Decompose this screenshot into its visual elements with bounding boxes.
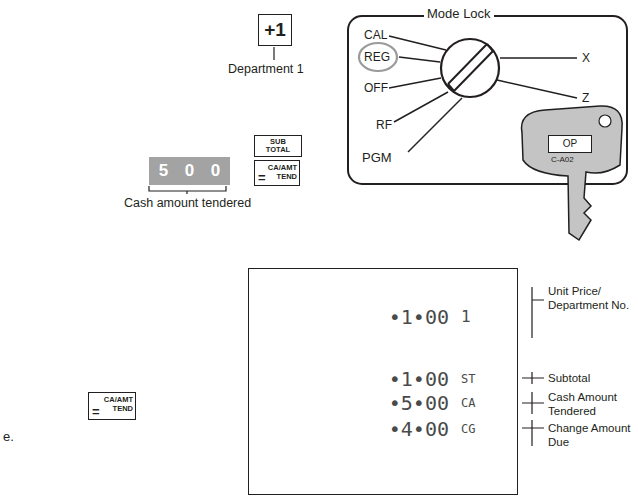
key-legend: SUB TOTAL (255, 138, 301, 154)
mode-label: PGM (362, 151, 392, 165)
key-code: C-A02 (551, 155, 574, 165)
department-key: +1 (258, 14, 292, 46)
display-indicator: ST (461, 371, 475, 387)
display-indicator: CA (461, 395, 475, 411)
numeric-key: 0 (175, 157, 204, 185)
key-digit: 0 (201, 161, 230, 181)
callout-label: Department 1 (228, 62, 304, 76)
numeric-key: 5 (149, 157, 178, 185)
dial-knob (448, 44, 493, 91)
text-fragment: e. (3, 430, 14, 444)
mode-label: OFF (364, 81, 388, 95)
key-tag-text: OP (549, 138, 591, 150)
mode-label: Z (582, 91, 589, 105)
mode-label: X (582, 51, 590, 65)
display-indicator: CG (461, 421, 475, 437)
display-value: •1•00 (389, 305, 449, 329)
key-digit: 5 (149, 161, 178, 181)
key-illustration (521, 106, 622, 240)
key-digit: 0 (175, 161, 204, 181)
leader-line (273, 47, 274, 60)
display-label: Change Amount Due (548, 421, 634, 449)
cash-tend-key: =CA/AMTTEND (254, 160, 300, 186)
key-legend: TEND (277, 172, 297, 181)
key-legend: +1 (259, 19, 291, 41)
key-legend: CA/AMT (268, 163, 297, 172)
callout-label: Cash amount tendered (124, 196, 251, 210)
key-legend: CA/AMT (104, 395, 133, 404)
display-label: Cash Amount Tendered (548, 390, 634, 418)
key-legend: = (92, 405, 100, 418)
display-label: Subtotal (548, 371, 634, 385)
key-tag: OP (548, 135, 592, 153)
mode-label: CAL (364, 28, 387, 42)
numeric-key: 0 (201, 157, 230, 185)
mode-label: RF (376, 118, 392, 132)
cash-tend-key: = CA/AMTTEND (88, 392, 136, 420)
mode-dial (441, 39, 499, 97)
display-indicator: 1 (461, 309, 471, 325)
display-leaders (522, 287, 544, 446)
dial-knob (448, 44, 493, 91)
subtotal-key: SUB TOTAL (254, 135, 302, 157)
key-legend: = (258, 171, 266, 184)
panel-title: Mode Lock (424, 6, 494, 22)
highlight-circle (359, 43, 397, 71)
display-value: •1•00 (389, 367, 449, 391)
bracket (149, 186, 226, 194)
display-value: •5•00 (389, 391, 449, 415)
key-hole (599, 115, 611, 127)
display-value: •4•00 (389, 417, 449, 441)
key-legend: TEND (113, 404, 133, 413)
display-readout: •1•001•1•00ST•5•00CA•4•00CG (248, 268, 518, 495)
mode-label: REG (364, 50, 390, 64)
display-label: Unit Price/ Department No. (548, 284, 634, 312)
